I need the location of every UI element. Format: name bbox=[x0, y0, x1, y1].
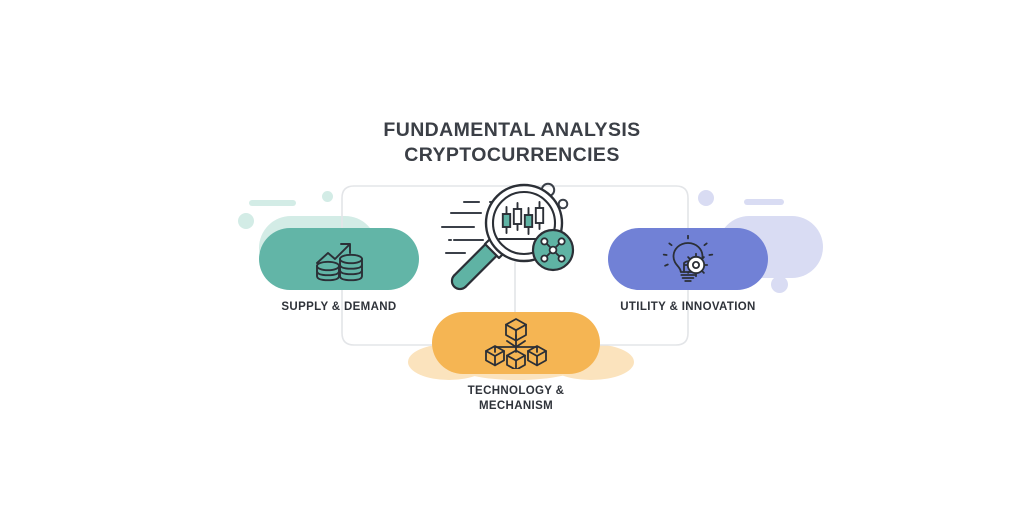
magnifier-candlestick-network-icon bbox=[440, 182, 575, 291]
decor-right-dot-large bbox=[698, 190, 714, 206]
node-technology-mechanism-pill[interactable] bbox=[432, 312, 600, 374]
decor-left-dot-small bbox=[322, 191, 333, 202]
node-utility-innovation-label: UTILITY & INNOVATION bbox=[620, 301, 756, 313]
coin-stacks-growth-arrow-icon bbox=[316, 243, 363, 282]
lightbulb-gear-icon bbox=[662, 235, 714, 282]
node-utility-innovation-pill[interactable] bbox=[608, 228, 768, 290]
node-supply-demand[interactable]: SUPPLY & DEMAND bbox=[259, 228, 419, 315]
node-supply-demand-pill[interactable] bbox=[259, 228, 419, 290]
node-technology-mechanism[interactable]: TECHNOLOGY & MECHANISM bbox=[432, 312, 600, 414]
network-node-badge bbox=[531, 228, 575, 272]
title-line-1: FUNDAMENTAL ANALYSIS bbox=[383, 119, 641, 141]
node-utility-innovation[interactable]: UTILITY & INNOVATION bbox=[608, 228, 768, 315]
decor-left-bar bbox=[249, 200, 296, 206]
decor-right-bar bbox=[744, 199, 784, 205]
decor-right-dot-lower bbox=[771, 276, 788, 293]
blockchain-cubes-icon bbox=[485, 318, 547, 369]
decor-left-dot-large bbox=[238, 213, 254, 229]
node-supply-demand-label: SUPPLY & DEMAND bbox=[281, 301, 397, 313]
page-title: FUNDAMENTAL ANALYSIS CRYPTOCURRENCIES bbox=[0, 118, 1024, 168]
decor-right-dot-mid bbox=[784, 217, 798, 231]
node-technology-mechanism-label: TECHNOLOGY & MECHANISM bbox=[467, 385, 565, 412]
title-line-2: CRYPTOCURRENCIES bbox=[404, 144, 620, 166]
